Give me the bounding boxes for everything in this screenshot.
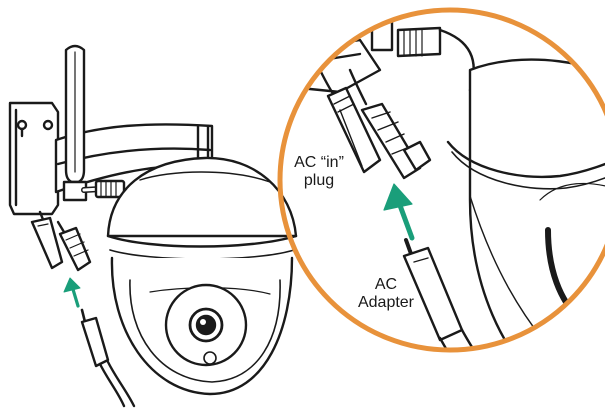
ac-adapter-plug-small — [80, 308, 136, 408]
zoom-callout-circle — [277, 7, 605, 353]
ethernet-connector-small — [56, 220, 92, 272]
zoom-ethernet-connector — [348, 68, 432, 180]
ac-adapter-label-line1: AC — [374, 276, 398, 293]
camera-dome-top — [106, 156, 298, 260]
ac-in-plug-label-line2: plug — [303, 172, 335, 189]
insertion-arrow-large — [383, 183, 415, 241]
antenna-cable — [81, 179, 126, 199]
ac-in-plug-label-line1: AC “in” — [294, 154, 344, 171]
ac-in-plug-label: AC “in” plug — [276, 154, 362, 190]
camera-lens — [164, 283, 248, 367]
ac-adapter-label: AC Adapter — [346, 276, 426, 312]
insertion-arrow-small — [63, 277, 81, 308]
wall-mount-plate — [8, 101, 60, 216]
power-pigtail-small — [30, 210, 64, 270]
zoom-ac-adapter-plug — [402, 238, 496, 350]
antenna — [62, 44, 88, 202]
ac-adapter-label-line2: Adapter — [357, 294, 415, 311]
